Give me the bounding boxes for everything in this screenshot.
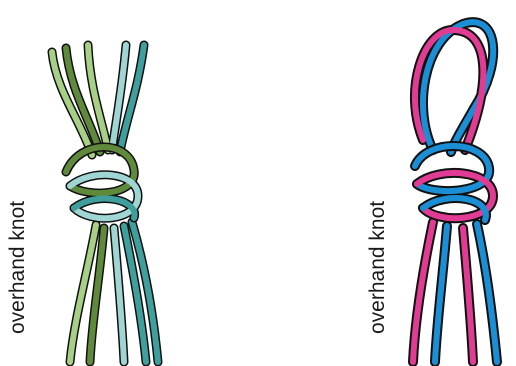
overhand-knot-figure-left: overhand knot xyxy=(0,0,258,366)
overhand-knot-figure-right: overhand knot xyxy=(258,0,516,366)
overhand-knot-loop-icon xyxy=(393,0,513,366)
knot-label: overhand knot xyxy=(366,201,390,334)
overhand-knot-bundle-icon xyxy=(30,0,180,366)
knot-label: overhand knot xyxy=(6,201,30,334)
